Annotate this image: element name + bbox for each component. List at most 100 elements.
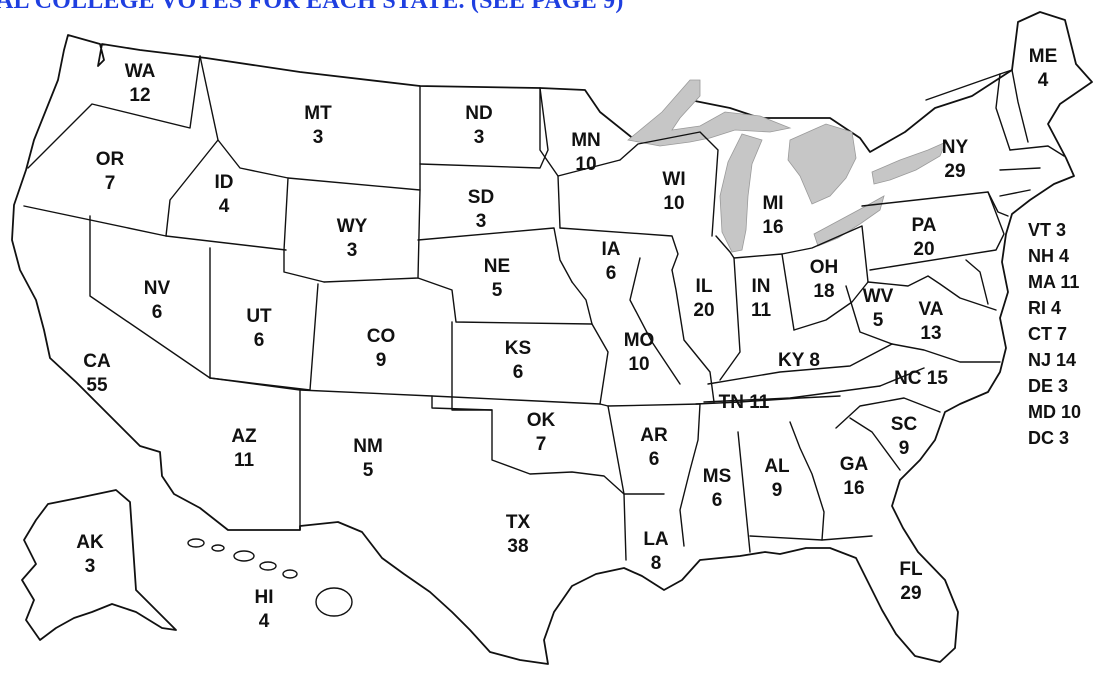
state-abbr: AZ (231, 426, 257, 447)
electoral-votes: 6 (649, 449, 660, 470)
electoral-votes: 3 (476, 211, 487, 232)
state-abbr: WY (337, 216, 368, 237)
state-abbr: ID (215, 172, 234, 193)
state-label-az: AZ 11 (231, 426, 257, 471)
electoral-votes: 6 (606, 263, 617, 284)
state-abbr: WI (662, 169, 685, 190)
state-abbr: SC (891, 414, 918, 435)
electoral-votes: 13 (920, 323, 941, 344)
state-label-ok: OK 7 (527, 410, 556, 455)
electoral-votes: 5 (363, 460, 374, 481)
state-abbr: WA (125, 61, 156, 82)
state-abbr: ME (1029, 46, 1058, 67)
state-label-ks: KS 6 (505, 338, 531, 383)
state-label-nm: NM 5 (353, 436, 383, 481)
electoral-votes: 11 (751, 300, 772, 321)
electoral-votes: 3 (474, 127, 485, 148)
electoral-votes: 6 (513, 362, 524, 383)
state-abbr: NE (484, 256, 510, 277)
legend-label-ma: MA 11 (1028, 272, 1079, 292)
legend-label-dc: DC 3 (1028, 428, 1069, 448)
state-borders (23, 55, 1065, 561)
legend-label-nj: NJ 14 (1028, 350, 1076, 370)
state-label-al: AL 9 (764, 456, 790, 501)
legend-label-ri: RI 4 (1028, 298, 1061, 318)
state-abbr: OR (96, 149, 125, 170)
state-abbr: IL (696, 276, 713, 297)
electoral-votes: 7 (536, 434, 547, 455)
state-abbr: NV (144, 278, 171, 299)
state-abbr: AL (764, 456, 790, 477)
state-label-va: VA 13 (919, 299, 944, 344)
state-abbr: CO (367, 326, 396, 347)
state-abbr: WV (863, 286, 894, 307)
lake-huron (787, 123, 857, 205)
lake-erie (813, 195, 885, 247)
state-label-id: ID 4 (215, 172, 234, 217)
electoral-votes: 20 (693, 300, 714, 321)
state-abbr: OH (810, 257, 839, 278)
electoral-votes: 5 (873, 310, 884, 331)
electoral-votes: 12 (129, 85, 150, 106)
state-abbr: LA (643, 529, 669, 550)
electoral-votes: 9 (772, 480, 783, 501)
electoral-votes: 16 (762, 217, 783, 238)
electoral-votes: 4 (1038, 70, 1049, 91)
electoral-votes: 6 (712, 490, 723, 511)
state-label-hi: HI 4 (255, 587, 274, 632)
state-label-tn: TN 11 (719, 392, 770, 413)
state-label-il: IL 20 (693, 276, 714, 321)
state-abbr: HI (255, 587, 274, 608)
state-abbr: AK (76, 532, 104, 553)
page-banner-title: AL COLLEGE VOTES FOR EACH STATE. (SEE PA… (0, 0, 624, 14)
electoral-votes: 29 (900, 583, 921, 604)
state-abbr: GA (840, 454, 869, 475)
state-label-in: IN 11 (751, 276, 772, 321)
state-abbr: NM (353, 436, 383, 457)
state-abbr: KS (505, 338, 531, 359)
electoral-votes: 11 (234, 450, 255, 471)
electoral-votes: 55 (86, 375, 108, 396)
state-label-wa: WA 12 (125, 61, 156, 106)
state-abbr: FL (899, 559, 923, 580)
electoral-votes: 29 (944, 161, 965, 182)
electoral-votes: 3 (313, 127, 324, 148)
electoral-votes: 9 (899, 438, 910, 459)
electoral-votes: 10 (663, 193, 684, 214)
electoral-votes: 4 (219, 196, 230, 217)
legend-label-nh: NH 4 (1028, 246, 1069, 266)
electoral-votes: 9 (376, 350, 387, 371)
state-label-fl: FL 29 (899, 559, 923, 604)
state-abbr: VA (919, 299, 944, 320)
state-abbr: MS (703, 466, 732, 487)
electoral-votes: 10 (628, 354, 649, 375)
state-abbr: PA (912, 215, 937, 236)
state-abbr: IN (752, 276, 771, 297)
state-label-ms: MS 6 (703, 466, 732, 511)
hawaii-islands (187, 538, 353, 617)
lake-michigan (719, 133, 763, 253)
state-label-co: CO 9 (367, 326, 396, 371)
electoral-votes: 4 (259, 611, 270, 632)
legend-label-vt: VT 3 (1028, 220, 1066, 240)
lake-ontario (871, 141, 947, 185)
state-label-me: ME 4 (1029, 46, 1058, 91)
legend-label-md: MD 10 (1028, 402, 1081, 422)
state-label-ky: KY 8 (778, 350, 820, 371)
alaska-outline (21, 489, 177, 641)
state-abbr: OK (527, 410, 556, 431)
